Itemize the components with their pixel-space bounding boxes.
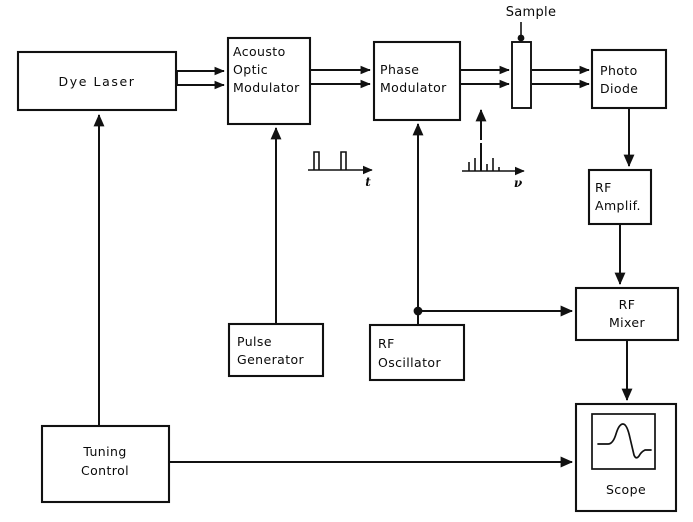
connection-pm-to-sample (461, 65, 510, 89)
rf-oscillator-junction-dot (413, 306, 423, 316)
inset-spectrum: ν (462, 143, 525, 190)
block-label-scope: Scope (606, 482, 646, 497)
block-label-tuning-line2: Control (81, 463, 129, 478)
block-dye-laser[interactable]: Dye Laser (16, 50, 178, 112)
block-label-pulsegen-line2: Generator (237, 352, 305, 367)
block-rf-mixer[interactable]: RF Mixer (574, 286, 680, 342)
block-label-pm-line2: Modulator (380, 80, 447, 95)
block-label-pulsegen-line1: Pulse (237, 334, 272, 349)
block-label-rfamp-line1: RF (595, 180, 612, 195)
block-label-pm-line1: Phase (380, 62, 419, 77)
scope-waveform (597, 423, 652, 459)
block-label-dye-laser: Dye Laser (58, 74, 135, 89)
block-photo-diode[interactable]: Photo Diode (590, 48, 668, 110)
connection-sample-to-diode (532, 65, 590, 89)
block-label-aom-line1: Acousto (233, 44, 286, 59)
sample-cell[interactable] (511, 41, 532, 109)
block-tuning-control[interactable]: Tuning Control (40, 424, 171, 504)
block-phase-modulator[interactable]: Phase Modulator (372, 40, 462, 122)
block-label-rfosc-line2: Oscillator (378, 355, 441, 370)
inset-axis-label-time: t (365, 175, 371, 189)
sample-label: Sample (506, 5, 557, 20)
block-rf-oscillator[interactable]: RF Oscillator (368, 323, 466, 382)
connection-laser-to-aom (176, 66, 225, 90)
block-pulse-generator[interactable]: Pulse Generator (227, 322, 325, 378)
block-label-pd-line1: Photo (600, 63, 638, 78)
block-rf-amplifier[interactable]: RF Amplif. (587, 168, 653, 226)
block-acousto-optic-modulator[interactable]: Acousto Optic Modulator (226, 36, 312, 126)
block-label-aom-line3: Modulator (233, 80, 300, 95)
block-label-pd-line2: Diode (600, 81, 638, 96)
block-label-tuning-line1: Tuning (82, 444, 126, 459)
block-label-rfamp-line2: Amplif. (595, 198, 641, 213)
sample-pointer-dot (517, 34, 525, 42)
block-label-mixer-line1: RF (619, 297, 636, 312)
block-label-aom-line2: Optic (233, 62, 268, 77)
block-label-rfosc-line1: RF (378, 336, 395, 351)
connection-aom-to-pm (311, 65, 371, 89)
inset-pulse-train: t (308, 151, 373, 189)
block-label-mixer-line2: Mixer (609, 315, 646, 330)
inset-axis-label-frequency: ν (514, 176, 523, 190)
block-scope[interactable]: Scope (574, 402, 678, 513)
